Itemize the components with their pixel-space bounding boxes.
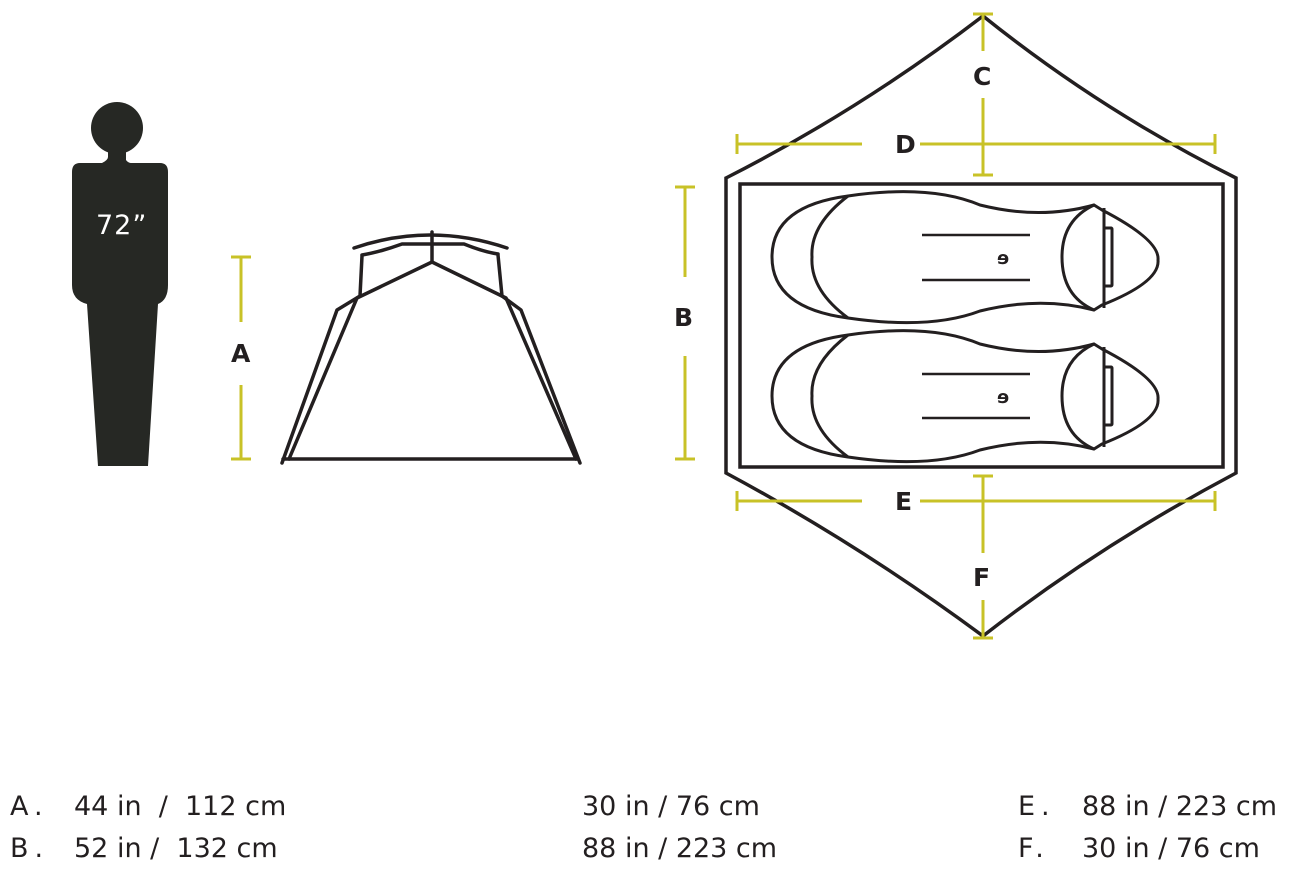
legend-row-e: E. 88 in / 223 cm: [1018, 786, 1277, 828]
dimension-label-c: C: [973, 62, 991, 91]
bag-logo-icon: ɘ: [997, 387, 1009, 408]
legend-letter: E.: [1018, 791, 1056, 822]
legend-letter: B.: [10, 833, 50, 864]
legend-column-1: A. 44 in / 112 cm B. 52 in / 132 cm: [10, 786, 286, 870]
legend-value: 30 in / 76 cm: [1082, 833, 1260, 864]
legend-letter: A.: [10, 791, 49, 822]
legend-row-a: A. 44 in / 112 cm: [10, 786, 286, 828]
dimension-e: [735, 491, 1217, 511]
legend-value: 30 in / 76 cm: [582, 791, 760, 822]
dimension-a: [231, 255, 251, 461]
legend-column-2: 30 in / 76 cm 88 in / 223 cm: [582, 786, 777, 870]
dimension-f: [973, 474, 993, 640]
tent-side-view: [280, 230, 582, 465]
legend-value: 44 in / 112 cm: [74, 791, 287, 822]
dimension-b: [675, 185, 695, 461]
person-silhouette-icon: 72”: [72, 102, 168, 466]
dimension-label-a: A: [231, 339, 251, 368]
dimension-label-d: D: [895, 130, 916, 159]
bag-logo-icon: ɘ: [997, 248, 1009, 269]
dimension-d: [735, 134, 1217, 154]
dimension-label-e: E: [895, 487, 912, 516]
tent-dimension-diagram: 72” A ɘ ɘ: [72, 12, 1238, 640]
legend-value: 52 in / 132 cm: [74, 833, 278, 864]
legend-row-b: B. 52 in / 132 cm: [10, 828, 286, 870]
legend-letter: F.: [1018, 833, 1050, 864]
dimension-label-b: B: [674, 303, 693, 332]
legend-value: 88 in / 223 cm: [582, 833, 778, 864]
person-height-label: 72”: [96, 210, 147, 241]
legend-row-d: 88 in / 223 cm: [582, 828, 777, 870]
legend-row-f: F. 30 in / 76 cm: [1018, 828, 1277, 870]
dimension-c: [973, 12, 993, 177]
legend-value: 88 in / 223 cm: [1082, 791, 1278, 822]
dimension-label-f: F: [973, 563, 990, 592]
sleeping-bag-1: ɘ: [770, 190, 1160, 325]
sleeping-bag-2: ɘ: [770, 329, 1160, 464]
tent-floor-plan: [724, 13, 1238, 639]
legend-row-c: 30 in / 76 cm: [582, 786, 777, 828]
legend-column-3: E. 88 in / 223 cm F. 30 in / 76 cm: [1018, 786, 1277, 870]
